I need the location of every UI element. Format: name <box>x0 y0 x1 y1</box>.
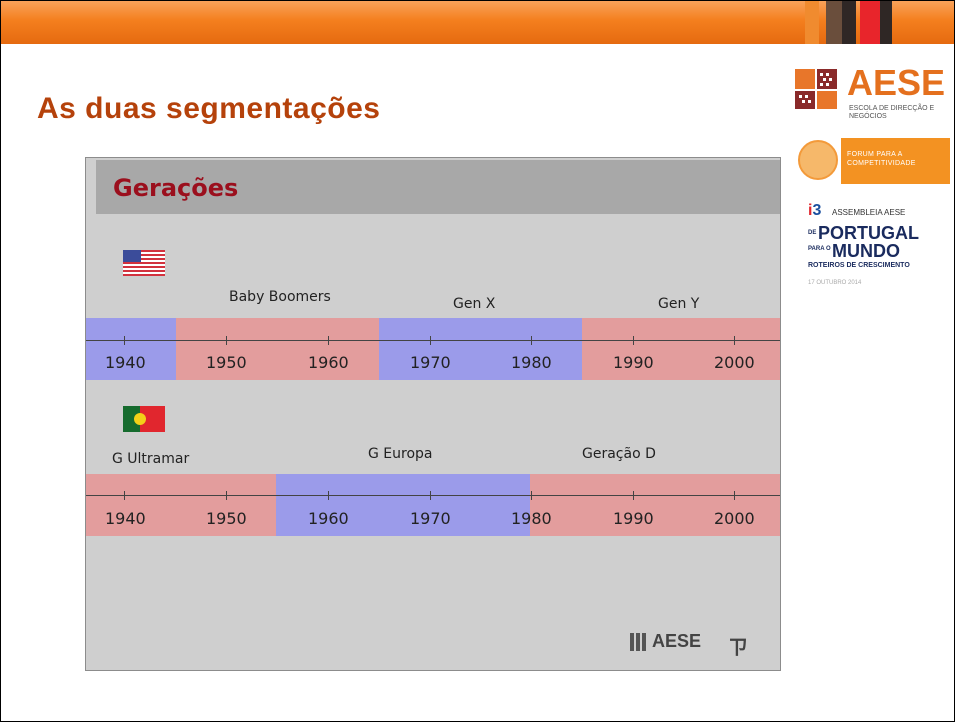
axis-tick <box>734 491 735 500</box>
axis-tick <box>226 336 227 345</box>
slide-title: Gerações <box>113 174 239 202</box>
axis-tick <box>531 336 532 345</box>
us-generation-label: Gen X <box>453 296 496 312</box>
timeline-band <box>379 318 582 380</box>
year-label: 1970 <box>410 353 451 372</box>
event-date: 17 OUTUBRO 2014 <box>808 280 862 286</box>
portugal-text: PORTUGAL <box>818 223 919 243</box>
roteiros-text: ROTEIROS DE CRESCIMENTO <box>808 262 910 269</box>
page-title: As duas segmentações <box>37 92 381 125</box>
de-text: DE <box>808 230 817 236</box>
portugal-flag-icon <box>123 406 165 432</box>
timeline-band <box>176 318 379 380</box>
timeline-band <box>276 474 530 536</box>
axis-tick <box>328 336 329 345</box>
assembleia-text: ASSEMBLEIA AESE <box>832 208 906 217</box>
year-label: 1960 <box>308 509 349 528</box>
para-o-text: PARA O <box>808 246 831 252</box>
pt-generation-label: Geração D <box>582 446 656 462</box>
year-label: 2000 <box>714 353 755 372</box>
axis-tick <box>124 336 125 345</box>
axis-tick <box>633 491 634 500</box>
axis-tick <box>430 336 431 345</box>
pt-generation-label: G Europa <box>368 446 433 462</box>
mundo-text: MUNDO <box>832 241 900 261</box>
axis-tick <box>430 491 431 500</box>
forum-logo-text: FORUM PARA A COMPETITIVIDADE <box>841 138 950 184</box>
year-label: 1980 <box>511 509 552 528</box>
slide-footer-logo: AESE ㄗ <box>630 631 760 659</box>
year-label: 1950 <box>206 509 247 528</box>
timeline-band <box>582 318 780 380</box>
timeline-band <box>86 318 176 380</box>
us-generation-label: Baby Boomers <box>229 289 331 305</box>
axis-tick <box>633 336 634 345</box>
school-mark-icon: ㄗ <box>728 637 748 659</box>
axis-tick <box>734 336 735 345</box>
timeline-axis <box>86 340 780 341</box>
year-label: 2000 <box>714 509 755 528</box>
footer-aese-text: AESE <box>652 631 702 651</box>
pt-generation-label: G Ultramar <box>112 451 190 467</box>
header-block <box>805 1 819 44</box>
axis-tick <box>531 491 532 500</box>
aese-shield-icon <box>630 633 648 651</box>
timeline-band <box>86 474 276 536</box>
embedded-slide: Gerações Baby Boomers Gen X Gen Y 1940 1… <box>85 157 781 671</box>
us-generation-label: Gen Y <box>658 296 700 312</box>
aese-logo: AESE ESCOLA DE DIRECÇÃO E NEGÓCIOS <box>795 65 955 125</box>
header-block <box>860 1 880 44</box>
year-label: 1950 <box>206 353 247 372</box>
axis-tick <box>124 491 125 500</box>
timeline-axis <box>86 495 780 496</box>
aese-logo-text: AESE <box>847 62 946 103</box>
slide-header: Gerações <box>96 160 780 214</box>
year-label: 1980 <box>511 353 552 372</box>
year-label: 1960 <box>308 353 349 372</box>
i3-mark-icon: i3 <box>808 202 822 219</box>
header-block <box>826 1 842 44</box>
us-flag-icon <box>123 250 165 276</box>
header-block <box>880 1 892 44</box>
year-label: 1990 <box>613 509 654 528</box>
aese-shield-icon <box>795 69 837 109</box>
assembleia-logo: i3 ASSEMBLEIA AESE DE PORTUGAL PARA O MU… <box>808 200 953 300</box>
timeline-band <box>530 474 780 536</box>
year-label: 1970 <box>410 509 451 528</box>
year-label: 1990 <box>613 353 654 372</box>
globe-icon <box>798 140 838 180</box>
aese-logo-subtitle: ESCOLA DE DIRECÇÃO E NEGÓCIOS <box>849 105 935 120</box>
axis-tick <box>328 491 329 500</box>
axis-tick <box>226 491 227 500</box>
year-label: 1940 <box>105 509 146 528</box>
year-label: 1940 <box>105 353 146 372</box>
forum-logo: FORUM PARA A COMPETITIVIDADE <box>795 136 955 186</box>
header-block <box>842 1 856 44</box>
header-orange-bar <box>1 1 954 44</box>
